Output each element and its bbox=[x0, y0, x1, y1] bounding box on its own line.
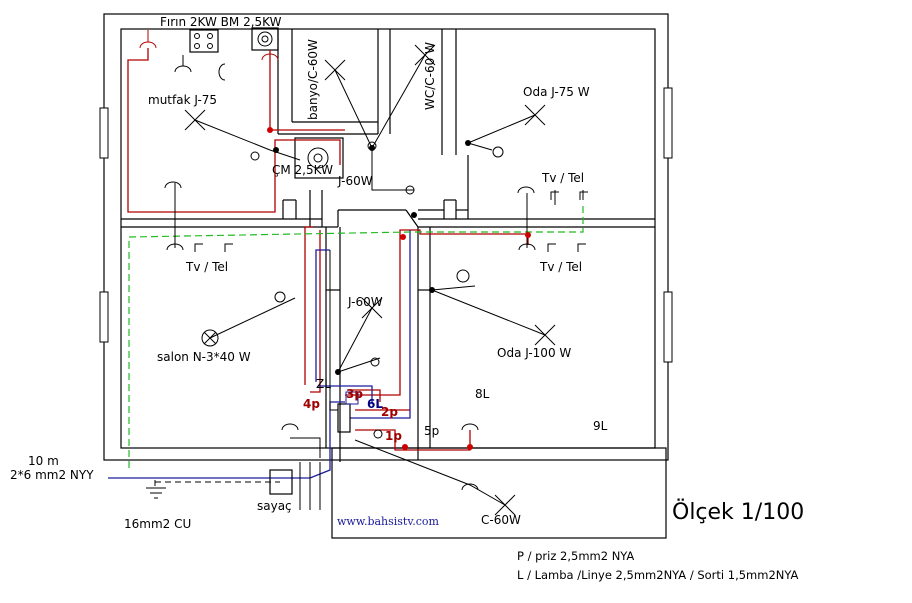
salon-lamp-icon bbox=[201, 329, 219, 347]
legend-lamp-line: L / Lamba /Linye 2,5mm2NYA / Sorti 1,5mm… bbox=[517, 568, 799, 582]
tv-tel-oda-bottom-label: Tv / Tel bbox=[539, 260, 582, 274]
labels: Fırın 2KW BM 2,5KW mutfak J-75 banyo/C-6… bbox=[10, 15, 804, 582]
circuit-9l-label: 9L bbox=[593, 419, 608, 433]
salon-label: salon N-3*40 W bbox=[157, 350, 251, 364]
distribution-panel-symbol bbox=[337, 403, 351, 433]
mutfak-label: mutfak J-75 bbox=[148, 93, 217, 107]
circuit-6l-label: 6L bbox=[367, 397, 383, 411]
zl-label: ZL bbox=[316, 377, 331, 391]
socket-red-icon bbox=[139, 30, 279, 61]
socket-icon bbox=[164, 55, 536, 491]
washing-machine-symbol bbox=[307, 147, 329, 169]
circuit-3p-label: 3p bbox=[346, 387, 363, 401]
circuit-8l-label: 8L bbox=[475, 387, 490, 401]
kitchen-appliances-label: Fırın 2KW BM 2,5KW bbox=[160, 15, 282, 29]
cm-label: ÇM 2,5KW bbox=[272, 163, 333, 177]
tv-tel-oda-top-label: Tv / Tel bbox=[541, 171, 584, 185]
legend-socket-line: P / priz 2,5mm2 NYA bbox=[517, 549, 634, 563]
circuit-4p-label: 4p bbox=[303, 397, 320, 411]
lamp-cross-icon bbox=[184, 44, 556, 516]
website-label: www.bahsistv.com bbox=[337, 515, 440, 528]
hall-lamp-label: J-60W bbox=[337, 174, 373, 188]
scale-label: Ölçek 1/100 bbox=[672, 499, 804, 525]
hall2-lamp-label: J-60W bbox=[347, 295, 383, 309]
wc-label: WC/C-60 W bbox=[423, 42, 437, 110]
banyo-label: banyo/C-60W bbox=[306, 39, 320, 120]
switch-icon bbox=[250, 141, 504, 439]
walls bbox=[99, 13, 673, 539]
oven-symbol bbox=[189, 29, 219, 53]
circuit-1p-label: 1p bbox=[385, 429, 402, 443]
dishwasher-symbol bbox=[251, 27, 279, 51]
oda2-label: Oda J-100 W bbox=[497, 346, 571, 360]
entrance-lamp-label: C-60W bbox=[481, 513, 521, 527]
fixtures bbox=[139, 30, 588, 516]
meter-label: sayaç bbox=[257, 499, 292, 513]
tv-tel-jack-icon bbox=[194, 191, 588, 252]
meter-symbol bbox=[269, 469, 293, 495]
ground-label: 16mm2 CU bbox=[124, 517, 191, 531]
circuit-5p-label: 5p bbox=[424, 424, 439, 438]
windows bbox=[99, 87, 673, 363]
wiring bbox=[108, 48, 584, 510]
cable-length-label: 10 m bbox=[28, 454, 59, 468]
cable-type-label: 2*6 mm2 NYY bbox=[10, 468, 94, 482]
oda1-label: Oda J-75 W bbox=[523, 85, 590, 99]
circuit-2p-label: 2p bbox=[381, 405, 398, 419]
tv-tel-salon-label: Tv / Tel bbox=[185, 260, 228, 274]
